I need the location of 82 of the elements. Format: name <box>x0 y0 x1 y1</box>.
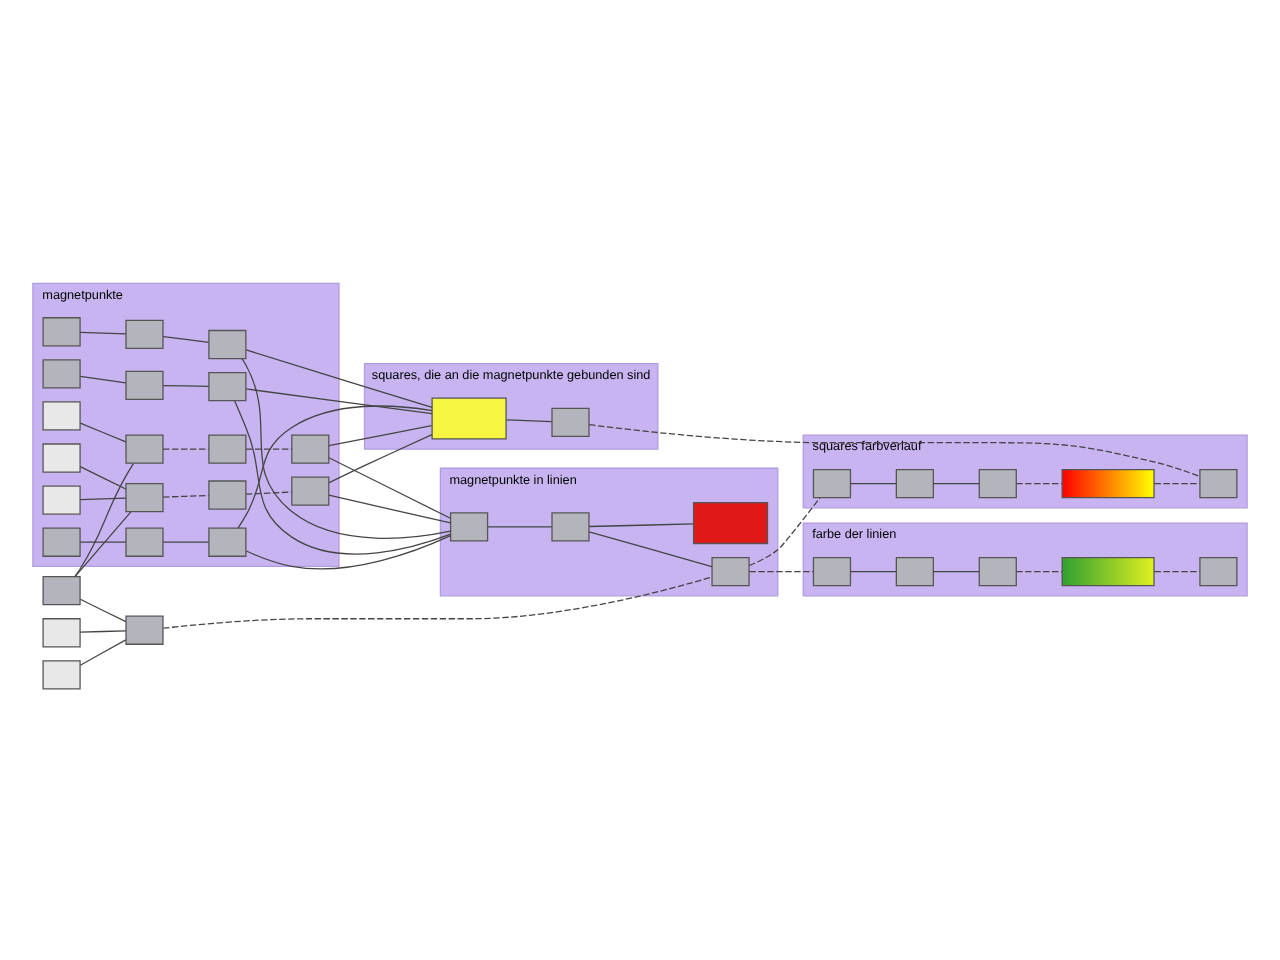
node-box <box>42 659 81 689</box>
node-box <box>1061 467 1155 498</box>
connector <box>588 522 694 527</box>
node-box <box>42 575 81 605</box>
connector <box>79 496 127 500</box>
node-box <box>1061 555 1155 586</box>
connector <box>74 510 132 577</box>
node-box <box>895 467 934 498</box>
connector <box>79 597 127 622</box>
connector <box>79 629 127 632</box>
connector <box>241 357 452 538</box>
connector <box>162 493 210 497</box>
connector <box>79 330 127 334</box>
connector <box>328 424 433 446</box>
connector <box>162 384 210 386</box>
node-box <box>42 442 81 472</box>
connector <box>1015 569 1063 572</box>
connector <box>487 525 553 527</box>
node-box <box>42 316 81 346</box>
connector <box>79 465 127 489</box>
connector <box>588 423 1201 477</box>
node-box <box>42 358 81 388</box>
node-box <box>42 617 81 647</box>
node-box <box>125 369 164 399</box>
node-box <box>812 467 852 498</box>
node-box <box>711 555 750 586</box>
node-box <box>42 400 81 430</box>
node-box <box>1199 467 1238 498</box>
node-box <box>125 433 164 463</box>
connector <box>748 569 814 572</box>
node-box <box>978 555 1017 586</box>
connector <box>79 638 127 665</box>
node-box <box>449 511 489 541</box>
connector <box>79 540 127 542</box>
connector <box>162 575 713 628</box>
node-box <box>895 555 934 586</box>
connector <box>74 462 135 576</box>
node-box <box>431 396 507 439</box>
node-box <box>692 501 769 544</box>
connector <box>234 399 452 554</box>
node-box <box>208 433 247 463</box>
node-box <box>551 406 590 436</box>
node-box <box>551 511 590 541</box>
connector <box>328 456 452 518</box>
connector <box>162 447 210 449</box>
node-box <box>125 614 164 644</box>
connector <box>748 496 821 566</box>
node-box <box>125 318 164 348</box>
node-box <box>1199 555 1238 586</box>
node-box <box>291 433 330 463</box>
node-box <box>291 475 330 505</box>
node-box <box>208 328 247 359</box>
connector <box>245 387 433 414</box>
node-box <box>125 526 164 556</box>
node-box <box>208 526 247 556</box>
connector <box>505 418 553 422</box>
connector <box>162 540 210 542</box>
connector <box>850 569 897 572</box>
connector <box>932 481 980 484</box>
connector <box>328 493 452 523</box>
connector <box>328 433 433 483</box>
connector <box>1153 569 1201 572</box>
connector <box>79 421 127 442</box>
connector <box>1153 481 1201 484</box>
node-box <box>42 526 81 556</box>
node-box <box>208 370 247 401</box>
connector <box>162 334 210 342</box>
node-box <box>812 555 852 586</box>
connector <box>850 481 897 484</box>
connector <box>245 533 452 569</box>
connector <box>932 569 980 572</box>
node-box <box>978 467 1017 498</box>
connector <box>245 447 293 449</box>
node-box <box>42 484 81 514</box>
connector <box>1015 481 1063 484</box>
connector <box>588 530 713 567</box>
connector <box>245 348 433 408</box>
connector <box>237 404 433 528</box>
node-box <box>208 479 247 509</box>
node-box <box>125 481 164 512</box>
connector <box>79 374 127 383</box>
connector <box>245 490 293 494</box>
